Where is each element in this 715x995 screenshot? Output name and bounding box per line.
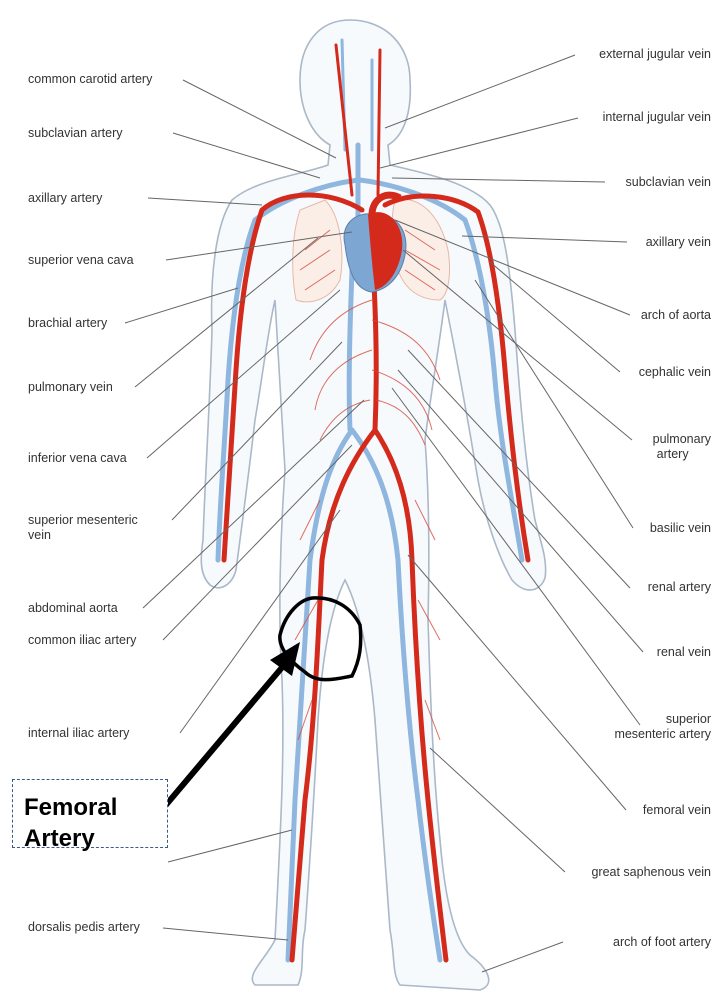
label-great-saphenous-vein: great saphenous vein bbox=[591, 865, 711, 880]
leader-great-saphenous-vein bbox=[430, 748, 565, 872]
label-axillary-artery: axillary artery bbox=[28, 191, 102, 206]
femoral-annotation-line1: Femoral bbox=[24, 792, 117, 823]
label-internal-iliac-artery: internal iliac artery bbox=[28, 726, 129, 741]
label-cephalic-vein: cephalic vein bbox=[639, 365, 711, 380]
left-lung bbox=[293, 200, 342, 302]
label-brachial-artery: brachial artery bbox=[28, 316, 107, 331]
label-femoral-vein: femoral vein bbox=[643, 803, 711, 818]
label-axillary-vein: axillary vein bbox=[646, 235, 711, 250]
label-superior-mesenteric-vein: superior mesenteric vein bbox=[28, 513, 138, 543]
label-arch-of-foot-artery: arch of foot artery bbox=[613, 935, 711, 950]
label-renal-vein: renal vein bbox=[657, 645, 711, 660]
label-internal-jugular-vein: internal jugular vein bbox=[603, 110, 711, 125]
label-superior-mesenteric-artery: superior mesenteric artery bbox=[614, 712, 711, 742]
leader-dorsalis-pedis-artery bbox=[163, 928, 288, 940]
label-arch-of-aorta: arch of aorta bbox=[641, 308, 711, 323]
leader-subclavian-artery bbox=[173, 133, 320, 178]
label-basilic-vein: basilic vein bbox=[650, 521, 711, 536]
leader-femoral-annotation bbox=[168, 830, 292, 862]
label-common-iliac-artery: common iliac artery bbox=[28, 633, 136, 648]
label-abdominal-aorta: abdominal aorta bbox=[28, 601, 118, 616]
label-line: mesenteric artery bbox=[614, 727, 711, 742]
label-external-jugular-vein: external jugular vein bbox=[599, 47, 711, 62]
label-subclavian-artery: subclavian artery bbox=[28, 126, 123, 141]
femoral-annotation-line2: Artery bbox=[24, 823, 117, 854]
leader-external-jugular-vein bbox=[385, 55, 575, 128]
label-pulmonary-artery: pulmonary artery bbox=[653, 432, 711, 462]
label-line: superior mesenteric bbox=[28, 513, 138, 528]
label-line: vein bbox=[28, 528, 138, 543]
leader-arch-of-foot-artery bbox=[482, 942, 563, 972]
label-inferior-vena-cava: inferior vena cava bbox=[28, 451, 127, 466]
label-line: superior bbox=[614, 712, 711, 727]
leader-femoral-vein bbox=[408, 555, 626, 810]
label-common-carotid-artery: common carotid artery bbox=[28, 72, 152, 87]
label-dorsalis-pedis-artery: dorsalis pedis artery bbox=[28, 920, 140, 935]
label-pulmonary-vein: pulmonary vein bbox=[28, 380, 113, 395]
label-line: artery bbox=[653, 447, 711, 462]
label-renal-artery: renal artery bbox=[648, 580, 711, 595]
leader-internal-jugular-vein bbox=[380, 118, 578, 168]
femoral-arrow bbox=[160, 642, 300, 812]
femoral-annotation-label: Femoral Artery bbox=[24, 792, 117, 854]
label-subclavian-vein: subclavian vein bbox=[626, 175, 711, 190]
label-superior-vena-cava: superior vena cava bbox=[28, 253, 134, 268]
label-line: pulmonary bbox=[653, 432, 711, 447]
